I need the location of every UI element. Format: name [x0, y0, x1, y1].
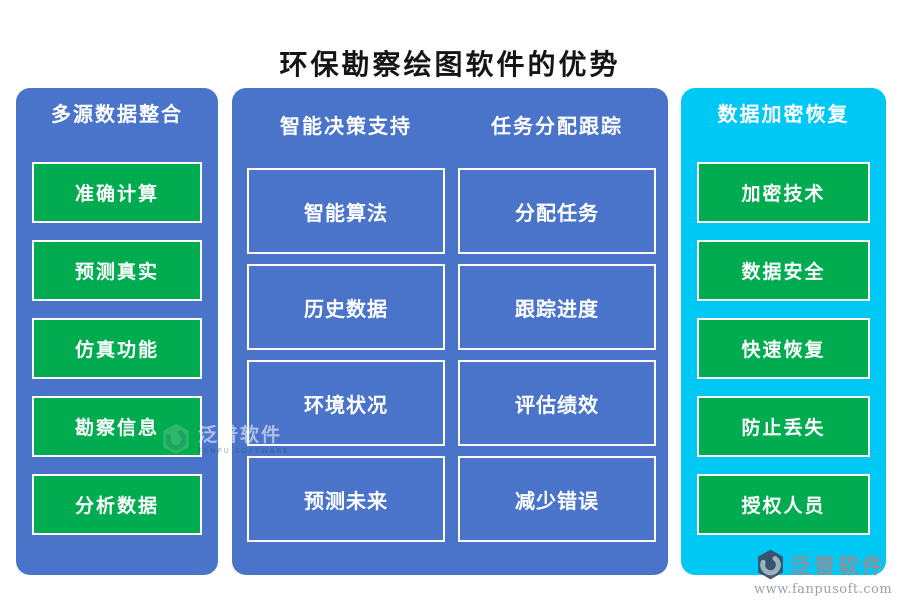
middle-columns: 智能决策支持 智能算法 历史数据 环境状况 预测未来 任务分配跟踪 分配任务 跟…: [247, 88, 656, 575]
feature-box: 减少错误: [458, 456, 656, 542]
column-task-tracking: 任务分配跟踪 分配任务 跟踪进度 评估绩效 减少错误: [458, 88, 656, 575]
column-decision-support: 智能决策支持 智能算法 历史数据 环境状况 预测未来: [247, 88, 445, 575]
panel-decision-and-tasks: 智能决策支持 智能算法 历史数据 环境状况 预测未来 任务分配跟踪 分配任务 跟…: [232, 88, 668, 575]
feature-button: 勘察信息: [32, 396, 202, 457]
panel-multi-source-data: 多源数据整合 准确计算 预测真实 仿真功能 勘察信息 分析数据: [16, 88, 218, 575]
watermark-url: www.fanpusoft.com: [754, 582, 893, 597]
column-items: 智能算法 历史数据 环境状况 预测未来: [247, 168, 445, 542]
feature-box: 智能算法: [247, 168, 445, 254]
feature-box: 预测未来: [247, 456, 445, 542]
feature-button: 加密技术: [697, 162, 870, 223]
column-items: 分配任务 跟踪进度 评估绩效 减少错误: [458, 168, 656, 542]
panel-data-encryption-recovery: 数据加密恢复 加密技术 数据安全 快速恢复 防止丢失 授权人员: [681, 88, 886, 575]
feature-box: 环境状况: [247, 360, 445, 446]
feature-button: 授权人员: [697, 474, 870, 535]
page-title: 环保勘察绘图软件的优势: [279, 47, 621, 81]
column-header: 任务分配跟踪: [491, 114, 623, 138]
feature-box: 分配任务: [458, 168, 656, 254]
feature-box: 跟踪进度: [458, 264, 656, 350]
panel-left-items: 准确计算 预测真实 仿真功能 勘察信息 分析数据: [32, 162, 202, 535]
panel-left-header: 多源数据整合: [51, 102, 183, 126]
feature-button: 仿真功能: [32, 318, 202, 379]
panel-right-items: 加密技术 数据安全 快速恢复 防止丢失 授权人员: [697, 162, 870, 535]
column-header: 智能决策支持: [280, 114, 412, 138]
feature-button: 快速恢复: [697, 318, 870, 379]
feature-box: 评估绩效: [458, 360, 656, 446]
feature-button: 分析数据: [32, 474, 202, 535]
feature-button: 预测真实: [32, 240, 202, 301]
feature-button: 准确计算: [32, 162, 202, 223]
feature-box: 历史数据: [247, 264, 445, 350]
feature-button: 防止丢失: [697, 396, 870, 457]
panel-right-header: 数据加密恢复: [717, 102, 850, 126]
feature-button: 数据安全: [697, 240, 870, 301]
